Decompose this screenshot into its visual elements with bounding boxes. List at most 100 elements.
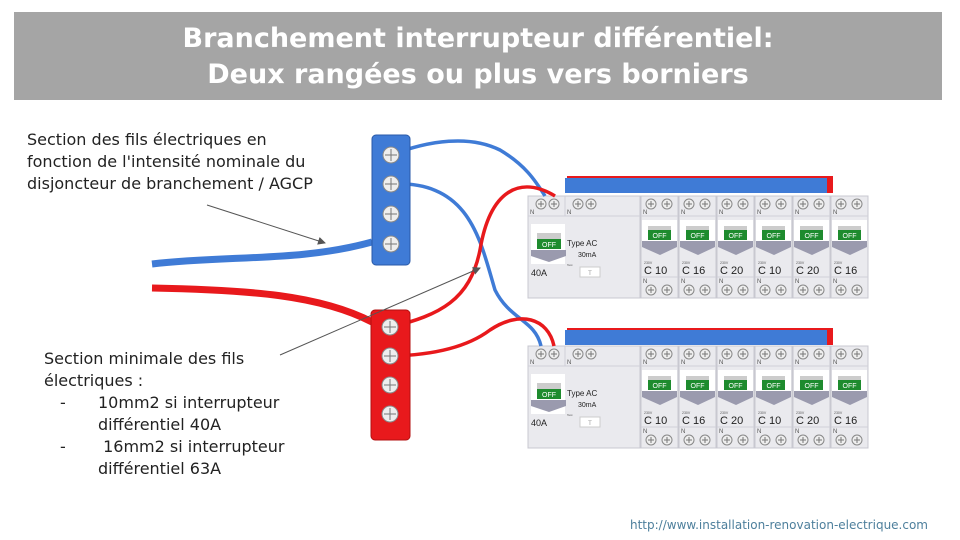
- rating-label: C 20: [720, 415, 743, 427]
- terminal-screw-icon: [813, 348, 825, 360]
- terminal-screw-icon: [645, 198, 657, 210]
- svg-text:N: N: [833, 279, 837, 285]
- terminal-screw-icon: [835, 198, 847, 210]
- note-line: 10mm2 si interrupteur: [98, 393, 280, 412]
- voltage-label: 230V: [796, 411, 805, 415]
- off-indicator: [762, 230, 785, 240]
- callout-arrow: [279, 267, 481, 356]
- svg-text:N: N: [795, 429, 799, 435]
- svg-text:T: T: [588, 421, 592, 427]
- off-indicator: [838, 380, 861, 390]
- terminal-screw-icon: [661, 434, 673, 446]
- svg-text:N: N: [681, 360, 685, 366]
- source-url[interactable]: http://www.installation-renovation-elect…: [630, 518, 928, 532]
- voltage-label: 230V: [644, 261, 653, 265]
- svg-text:N: N: [719, 429, 723, 435]
- svg-text:N: N: [833, 210, 837, 216]
- terminal-screw-icon: [759, 284, 771, 296]
- sensitivity-label: 30mA: [578, 402, 597, 409]
- off-indicator: [838, 230, 861, 240]
- terminal-screw-icon: [851, 198, 863, 210]
- svg-text:N: N: [757, 360, 761, 366]
- terminal-screw-icon: [699, 198, 711, 210]
- terminal-screw-icon: [813, 434, 825, 446]
- terminal-screw-icon: [835, 348, 847, 360]
- sensitivity-label: 30mA: [578, 252, 597, 259]
- rating-label: 40A: [531, 418, 547, 428]
- switch-state: OFF: [653, 383, 667, 390]
- off-indicator: [537, 239, 561, 249]
- off-indicator: [800, 230, 823, 240]
- terminal-screw-icon: [661, 284, 673, 296]
- list-dash: -: [60, 437, 66, 456]
- svg-text:N: N: [719, 279, 723, 285]
- test-button[interactable]: T: [579, 266, 601, 278]
- screw-icon: [381, 347, 399, 365]
- phase-terminal-block: [370, 309, 411, 441]
- terminal-screw-icon: [661, 348, 673, 360]
- svg-text:N: N: [530, 210, 534, 216]
- phase-wire-row-2: [390, 317, 556, 358]
- terminal-screw-icon: [759, 198, 771, 210]
- neutral-busbar: [565, 330, 827, 345]
- terminal-screw-icon: [737, 284, 749, 296]
- svg-text:N: N: [757, 210, 761, 216]
- incoming-phase-cable: [151, 284, 374, 326]
- wire-section-note: Section des fils électriques en fonction…: [27, 129, 313, 195]
- terminal-screw-icon: [721, 284, 733, 296]
- terminal-screw-icon: [699, 348, 711, 360]
- off-indicator: [686, 230, 709, 240]
- svg-text:N: N: [757, 429, 761, 435]
- terminal-screw-icon: [797, 348, 809, 360]
- terminal-screw-icon: [548, 198, 560, 210]
- switch-state: OFF: [805, 383, 819, 390]
- voltage-label: 230V: [758, 411, 767, 415]
- type-label: Type AC: [567, 389, 597, 398]
- phase-wire-row-1: [390, 185, 556, 329]
- rating-label: C 10: [758, 265, 781, 277]
- switch-state: OFF: [691, 233, 705, 240]
- terminal-screw-icon: [645, 434, 657, 446]
- note-line: électriques :: [44, 371, 144, 390]
- svg-text:N: N: [719, 210, 723, 216]
- title-line-1: Branchement interrupteur différentiel:: [182, 23, 774, 54]
- type-label: Type AC: [567, 239, 597, 248]
- screw-icon: [382, 146, 400, 164]
- switch-state: OFF: [542, 242, 556, 249]
- test-button[interactable]: T: [579, 416, 601, 428]
- rating-label: C 16: [834, 415, 857, 427]
- off-indicator: [648, 380, 671, 390]
- neutral-terminal-block: [371, 134, 411, 266]
- voltage-label: 230V: [796, 261, 805, 265]
- switch-state: OFF: [729, 383, 743, 390]
- terminal-screw-icon: [645, 348, 657, 360]
- off-indicator: [537, 389, 561, 399]
- rating-label: C 20: [720, 265, 743, 277]
- svg-text:T: T: [588, 271, 592, 277]
- screw-icon: [381, 318, 399, 336]
- svg-text:N: N: [795, 279, 799, 285]
- note-line: différentiel 63A: [98, 459, 222, 478]
- voltage-label: 230V: [758, 261, 767, 265]
- callout-arrow: [206, 204, 326, 245]
- rating-label: C 20: [796, 265, 819, 277]
- voltage-label: 230V: [644, 411, 653, 415]
- terminal-screw-icon: [835, 434, 847, 446]
- off-indicator: [724, 230, 747, 240]
